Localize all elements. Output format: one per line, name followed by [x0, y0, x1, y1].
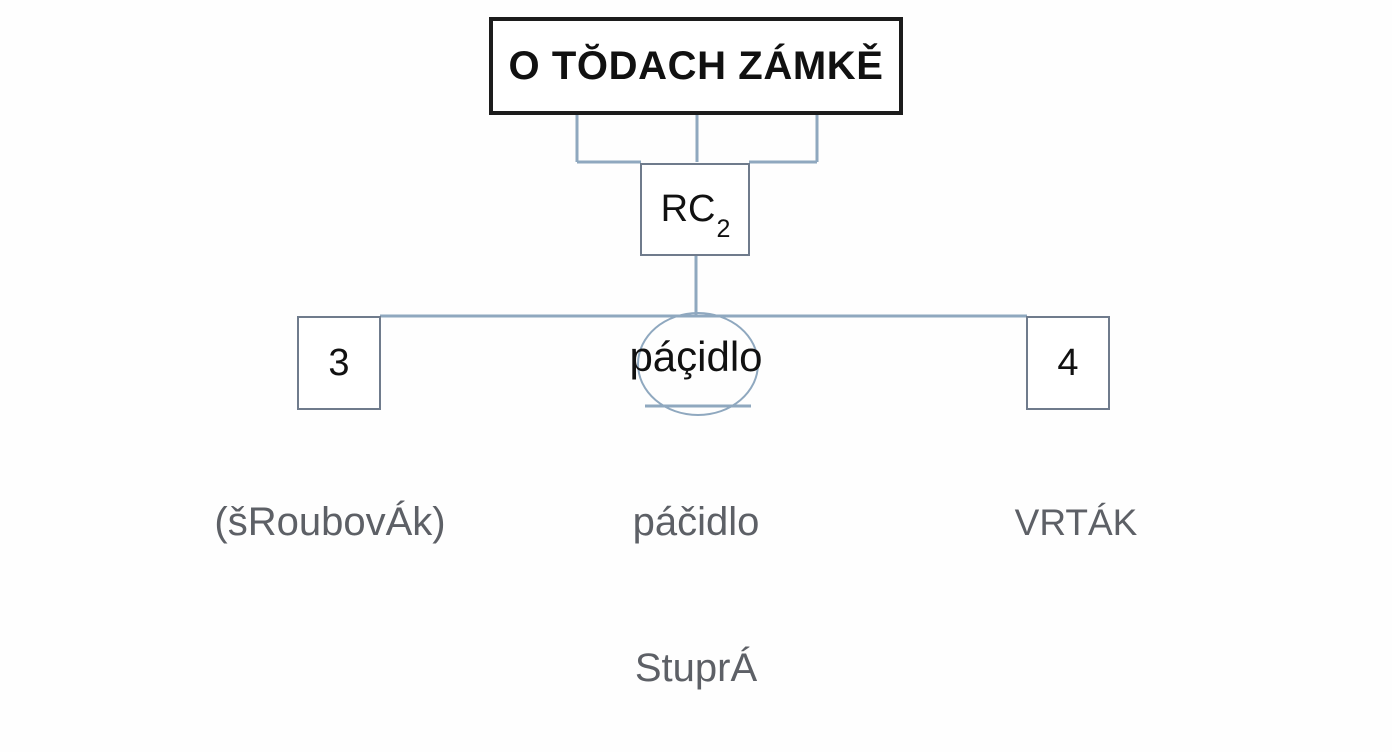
node-title-label: O TŎDACH ZÁMKĚ	[508, 43, 884, 88]
caption-left: (šRoubovÁk)	[214, 500, 446, 544]
node-right-box[interactable]: 4	[1026, 316, 1110, 410]
node-rc2-prefix: RC	[660, 188, 716, 230]
caption-bottom: StuprÁ	[634, 646, 758, 690]
caption-right: VRTÁK	[1014, 502, 1138, 543]
node-left-box[interactable]: 3	[297, 316, 381, 410]
caption-center: páčidlo	[632, 500, 760, 544]
node-title-box[interactable]: O TŎDACH ZÁMKĚ	[489, 17, 903, 115]
node-rc2-label: RC2	[660, 188, 731, 241]
node-center-label: páçidlo	[629, 333, 763, 380]
node-right-label: 4	[1057, 341, 1079, 384]
node-left-label: 3	[328, 341, 350, 384]
node-rc2-box[interactable]: RC2	[640, 163, 750, 256]
node-center-ellipse[interactable]	[637, 312, 759, 416]
node-rc2-subscript: 2	[716, 214, 731, 243]
